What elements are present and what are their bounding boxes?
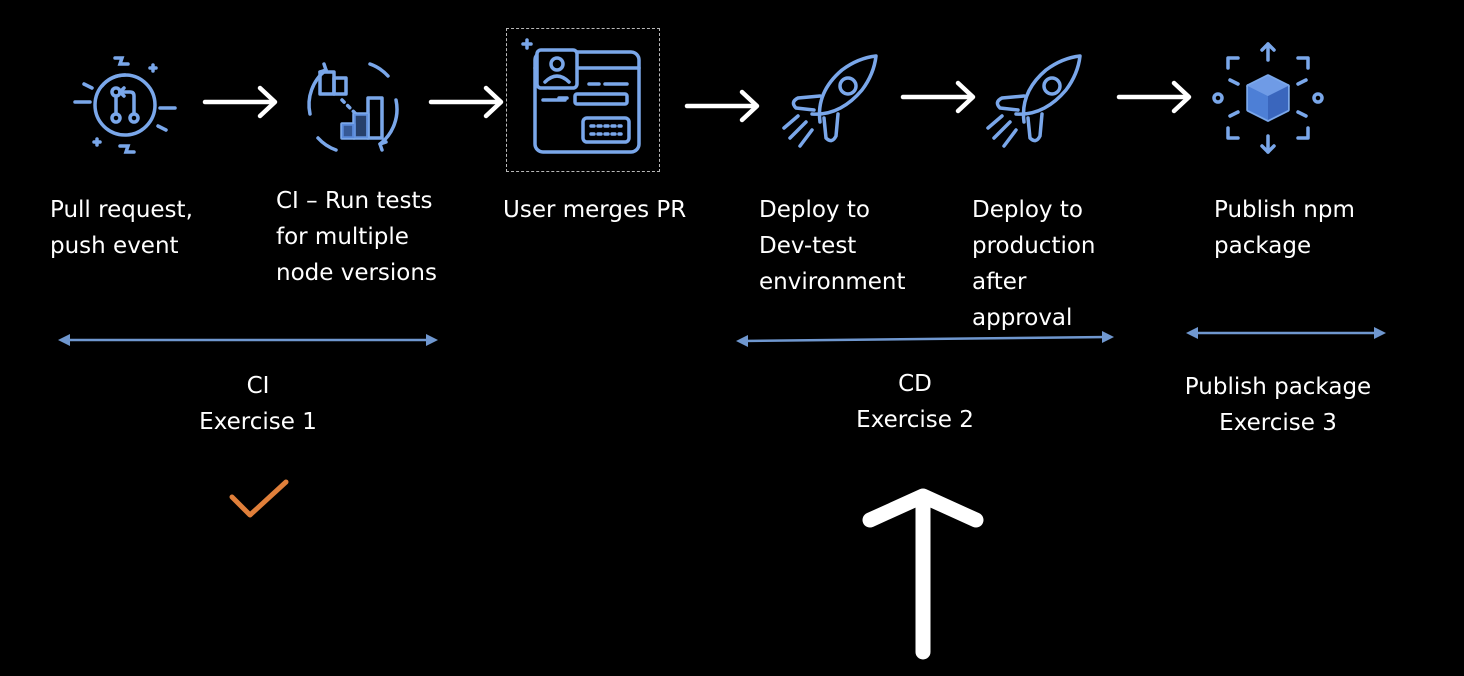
step-label-deploy-dev-test: Deploy to Dev-test environment xyxy=(759,197,906,295)
group-label-publish: Publish package Exercise 3 xyxy=(1184,374,1372,436)
pull-request-icon xyxy=(73,56,177,154)
merge-form-icon-frame xyxy=(506,28,660,172)
flow-arrow-3-4 xyxy=(684,89,760,123)
rocket-icon xyxy=(782,54,878,148)
step-label-user-merges: User merges PR xyxy=(503,197,687,223)
flow-arrow-1-2 xyxy=(202,85,278,119)
step-label-pull-request: Pull request, push event xyxy=(50,197,193,259)
test-runner-icon xyxy=(307,62,399,152)
group-label-cd: CD Exercise 2 xyxy=(856,371,974,433)
flow-arrow-2-3 xyxy=(428,85,504,119)
step-label-deploy-production: Deploy to production after approval xyxy=(972,197,1096,331)
range-arrow-cd xyxy=(736,331,1114,347)
flow-arrow-5-6 xyxy=(1116,80,1192,114)
up-arrow-pointer-icon xyxy=(862,488,984,660)
rocket-icon xyxy=(986,54,1082,148)
merge-form-icon xyxy=(521,38,641,154)
range-arrow-ci xyxy=(58,334,438,346)
step-label-ci-run-tests: CI – Run tests for multiple node version… xyxy=(276,188,437,286)
step-label-publish-npm: Publish npm package xyxy=(1214,197,1355,259)
package-cube-icon xyxy=(1212,42,1324,154)
range-arrow-publish xyxy=(1186,327,1386,339)
flow-arrow-4-5 xyxy=(900,80,976,114)
check-icon xyxy=(229,479,289,518)
group-label-ci: CI Exercise 1 xyxy=(199,373,317,435)
